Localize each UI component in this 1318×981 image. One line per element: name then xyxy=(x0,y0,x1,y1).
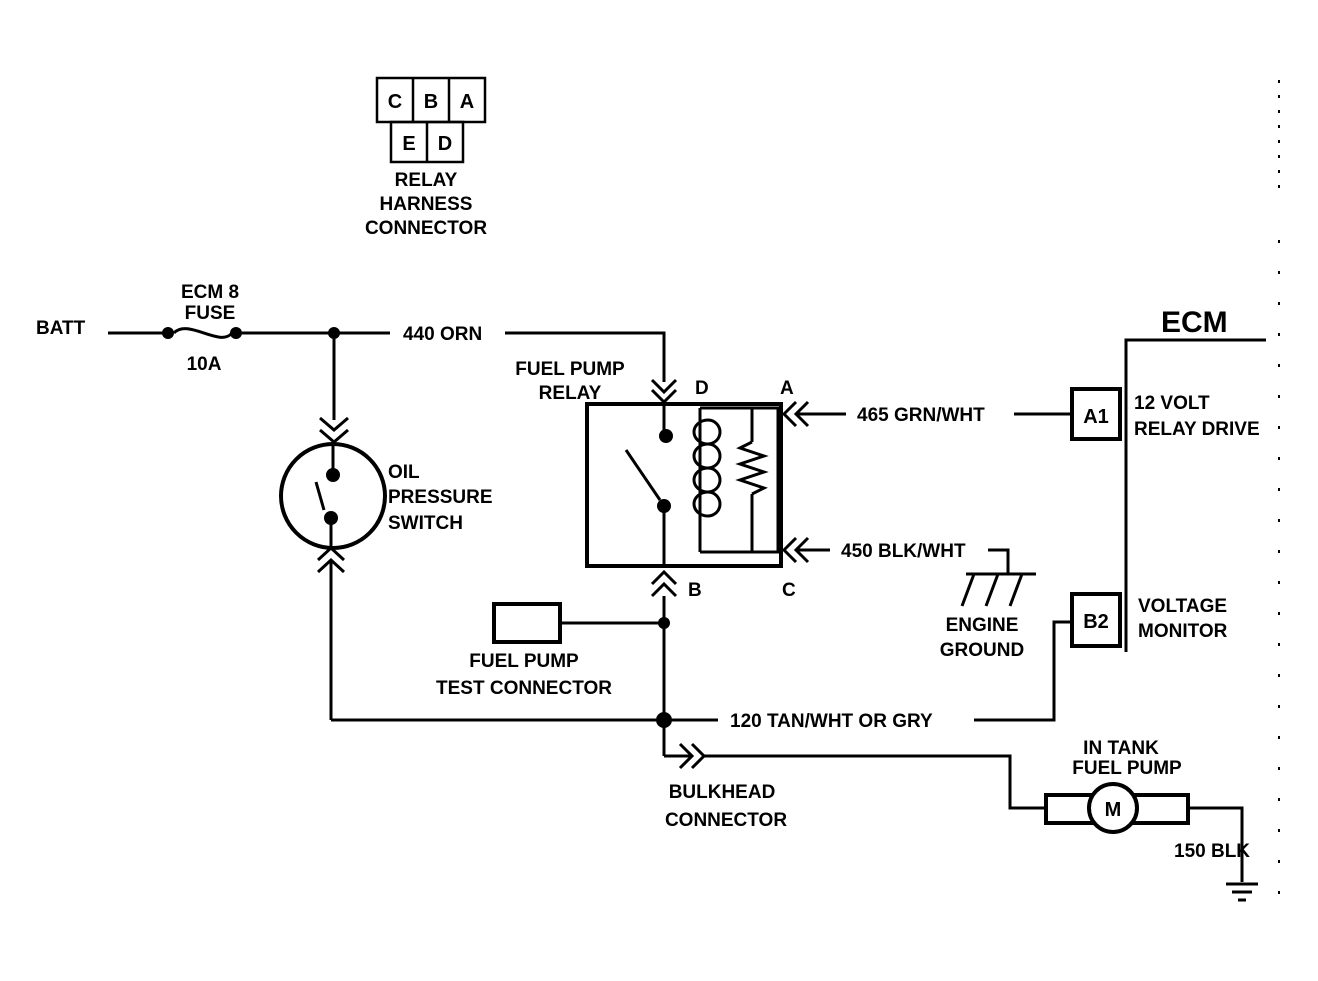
ecm-a1-desc-line-1: 12 VOLT xyxy=(1134,393,1210,414)
fuse-name-line-1: ECM 8 xyxy=(181,282,239,303)
relay-harness-connector: C B A E D RELAY HARNESS CONNECTOR xyxy=(365,76,487,239)
batt-label: BATT xyxy=(36,318,86,339)
ecm-module: ECM A1 B2 12 VOLT RELAY DRIVE VOLTAGE MO… xyxy=(1070,306,1266,652)
harness-pin-b: B xyxy=(424,91,438,113)
oil-switch-label-line-3: SWITCH xyxy=(388,513,463,534)
oil-switch-label-line-2: PRESSURE xyxy=(388,487,493,508)
ecm-pin-b2: B2 xyxy=(1083,611,1109,633)
bulkhead-connector: BULKHEAD CONNECTOR xyxy=(664,742,1046,831)
in-tank-fuel-pump: IN TANK FUEL PUMP M 150 BLK xyxy=(1044,738,1258,902)
wire-120: 120 TAN/WHT OR GRY xyxy=(331,596,1072,756)
wire-120-label: 120 TAN/WHT OR GRY xyxy=(730,711,933,732)
relay-terminal-a: A xyxy=(780,378,794,399)
engine-ground-label-line-1: ENGINE xyxy=(946,615,1019,636)
relay-label-line-2: RELAY xyxy=(539,383,602,404)
relay-resistor xyxy=(735,440,769,496)
pump-motor-letter: M xyxy=(1105,799,1122,821)
test-connector-label-line-1: FUEL PUMP xyxy=(469,651,579,672)
wire-440-label: 440 ORN xyxy=(403,324,482,345)
wire-465: 465 GRN/WHT xyxy=(796,405,1072,426)
ecm-a1-desc-line-2: RELAY DRIVE xyxy=(1134,419,1260,440)
ecm-b2-desc-line-2: MONITOR xyxy=(1138,621,1228,642)
fuse-name-line-2: FUSE xyxy=(185,303,236,324)
relay-label-line-1: FUEL PUMP xyxy=(515,359,625,380)
test-connector-label-line-2: TEST CONNECTOR xyxy=(436,678,612,699)
engine-ground-label-line-2: GROUND xyxy=(940,640,1024,661)
pump-motor-icon xyxy=(1087,782,1139,834)
ecm-pin-a1: A1 xyxy=(1083,406,1109,428)
ecm-b2-desc-line-1: VOLTAGE xyxy=(1138,596,1227,617)
relay-terminal-b: B xyxy=(688,580,702,601)
fuse-rating: 10A xyxy=(187,354,222,375)
wire-450-label: 450 BLK/WHT xyxy=(841,541,966,562)
fuel-pump-test-connector: FUEL PUMP TEST CONNECTOR xyxy=(436,602,670,699)
harness-label-line-3: CONNECTOR xyxy=(365,218,487,239)
battery-feed: BATT ECM 8 FUSE 10A 440 ORN xyxy=(36,282,678,405)
fuel-pump-relay: FUEL PUMP RELAY D A B C xyxy=(515,359,810,601)
splice-main xyxy=(656,712,672,728)
oil-switch-label-line-1: OIL xyxy=(388,462,420,483)
bulkhead-label-line-2: CONNECTOR xyxy=(665,810,787,831)
relay-terminal-c: C xyxy=(782,580,796,601)
harness-label-line-2: HARNESS xyxy=(380,194,473,215)
pump-label-line-1: IN TANK xyxy=(1083,738,1159,759)
pump-label-line-2: FUEL PUMP xyxy=(1072,758,1182,779)
oil-pressure-switch: OIL PRESSURE SWITCH xyxy=(279,333,493,720)
bulkhead-label-line-1: BULKHEAD xyxy=(669,782,776,803)
fuse-element xyxy=(172,327,234,339)
harness-pin-d: D xyxy=(438,133,452,155)
ecm-title: ECM xyxy=(1161,306,1228,339)
relay-terminal-d: D xyxy=(695,378,709,399)
wire-450: 450 BLK/WHT ENGINE GROUND xyxy=(796,541,1036,661)
wire-150-label: 150 BLK xyxy=(1174,841,1250,862)
wire-465-label: 465 GRN/WHT xyxy=(857,405,985,426)
harness-pin-a: A xyxy=(460,91,474,113)
harness-pin-e: E xyxy=(402,133,415,155)
harness-label-line-1: RELAY xyxy=(395,170,458,191)
harness-pin-c: C xyxy=(388,91,402,113)
